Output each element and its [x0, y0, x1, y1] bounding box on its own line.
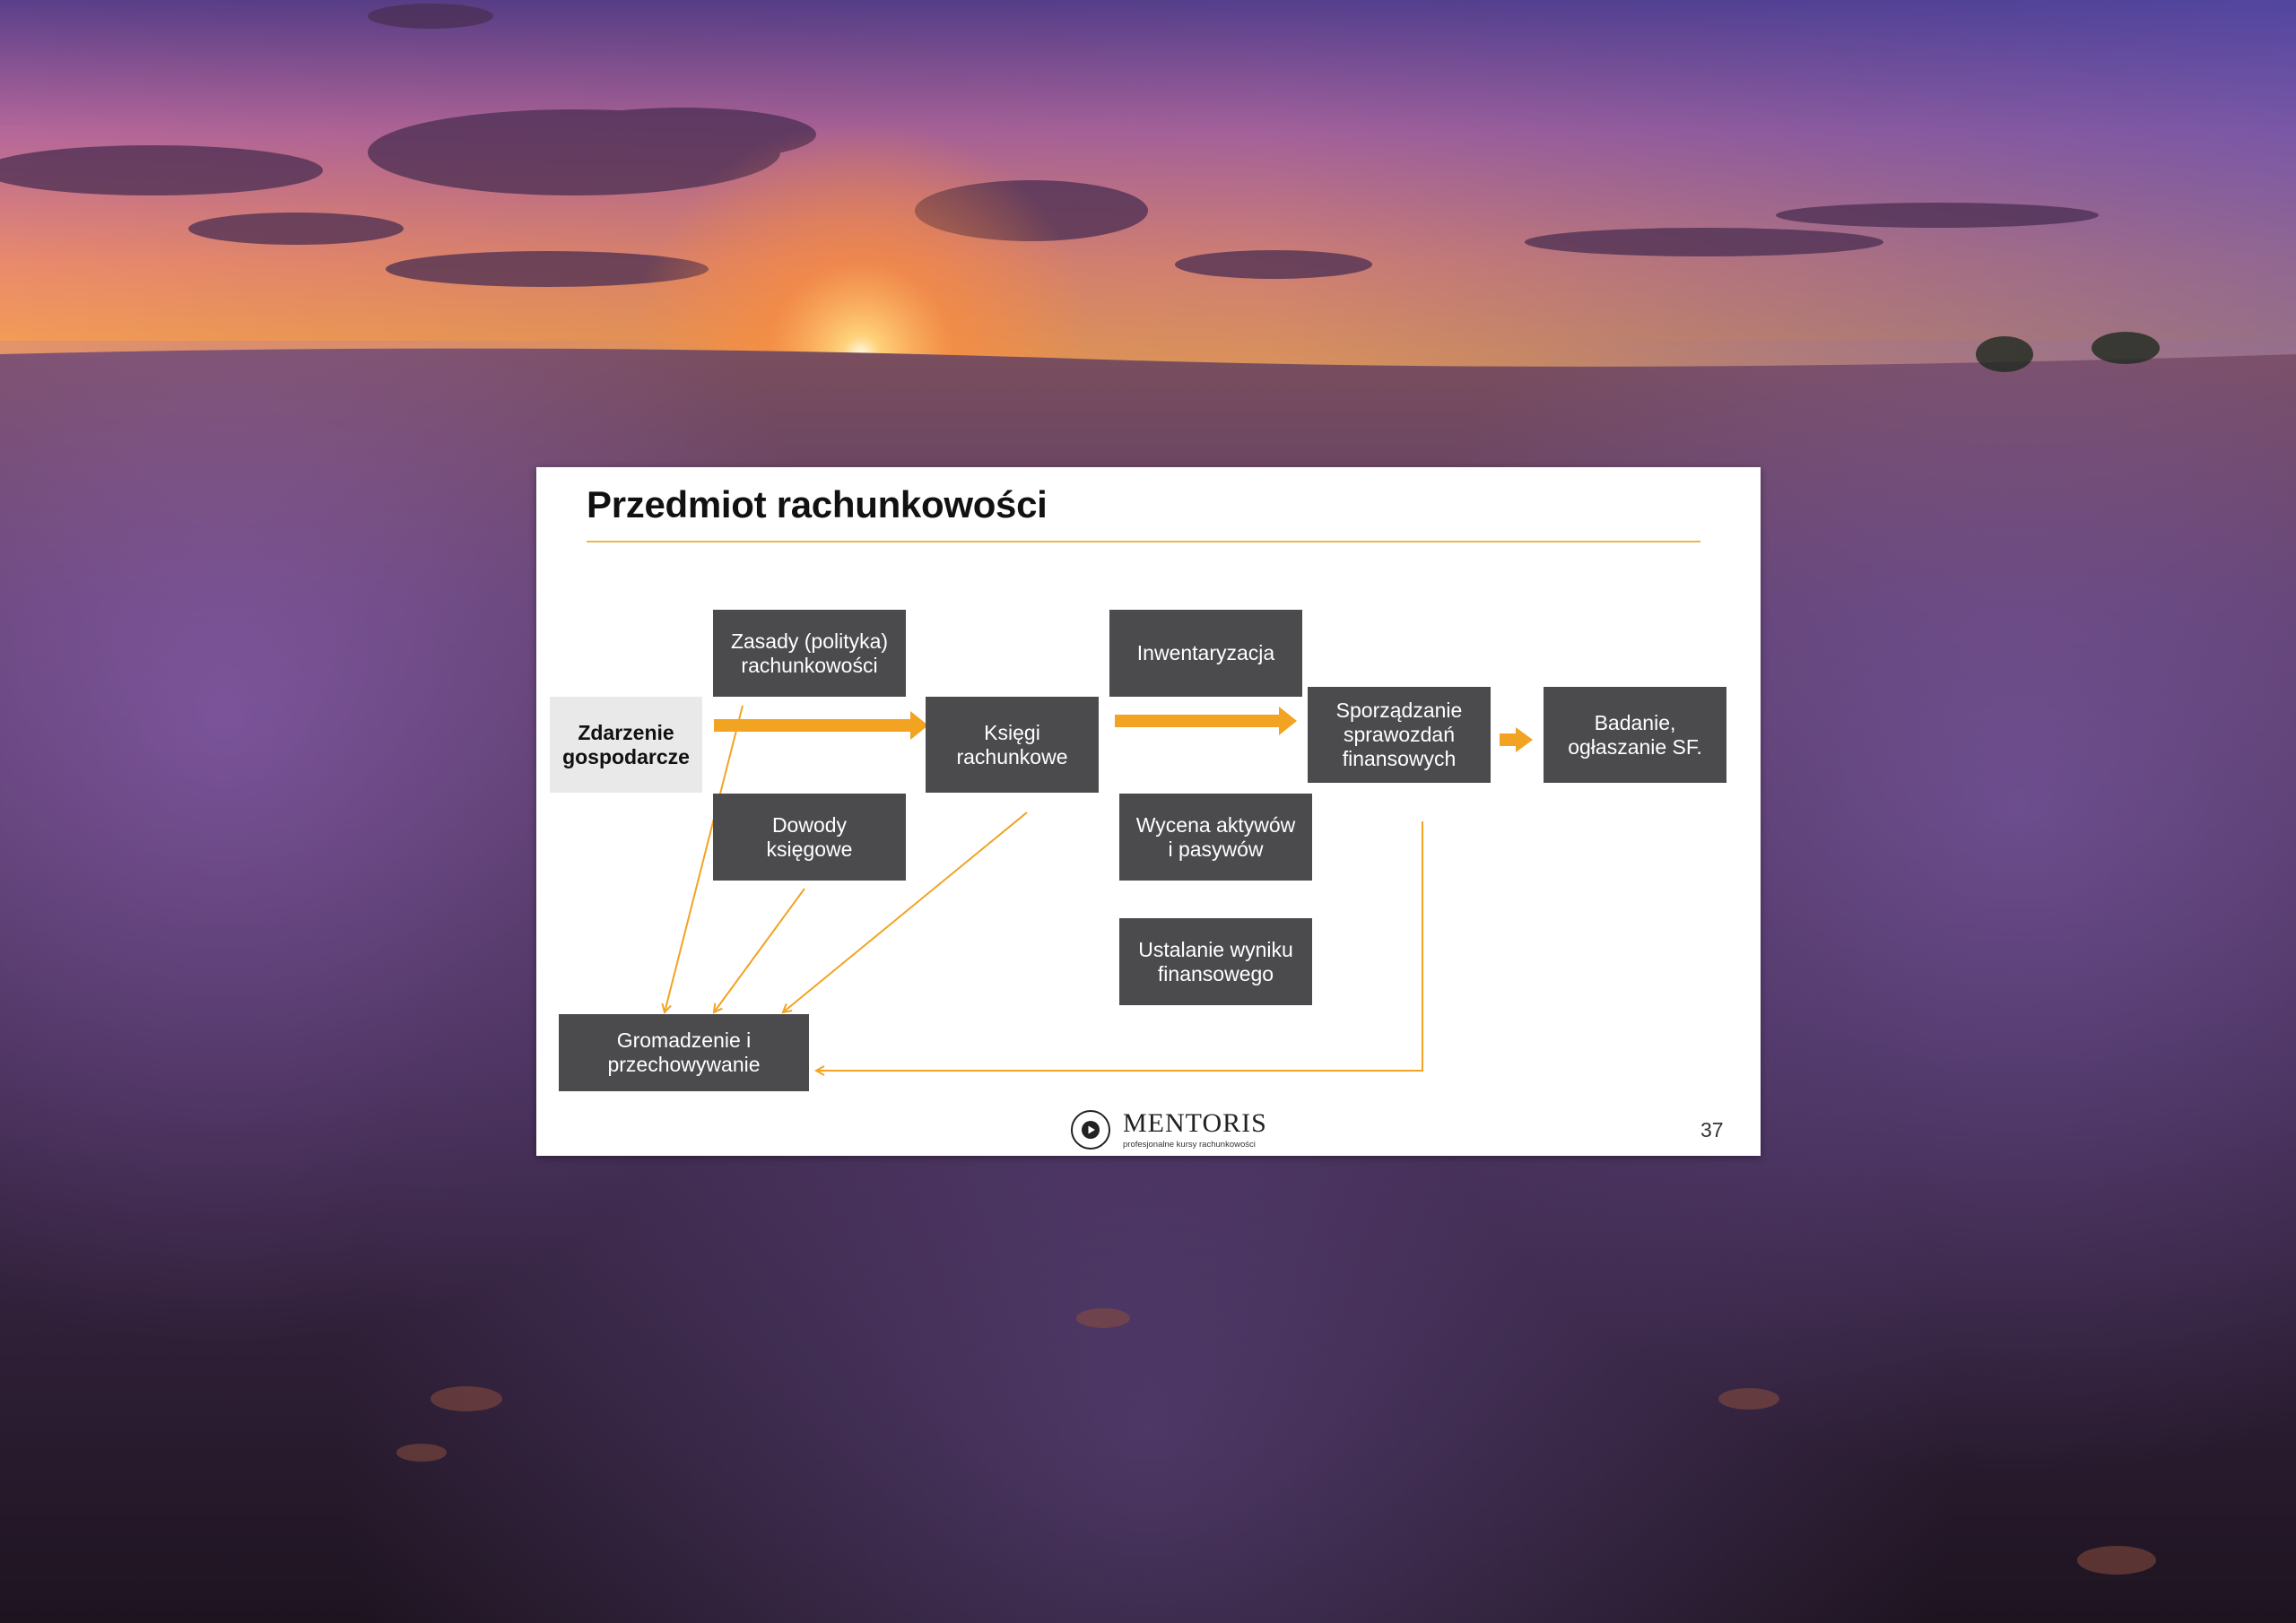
title-underline	[587, 541, 1700, 542]
play-icon	[1071, 1110, 1110, 1150]
node-ustalanie-wyniku-finansowego: Ustalanie wyniku finansowego	[1119, 918, 1312, 1005]
logo-tagline: profesjonalne kursy rachunkowości	[1123, 1140, 1256, 1150]
presentation-slide: Przedmiot rachunkowości Zdarzenie gospod…	[536, 467, 1761, 1156]
arrow-zdarzenie-to-ksiegi-head	[913, 709, 916, 716]
node-gromadzenie-i-przechowywanie: Gromadzenie i przechowywanie	[559, 1014, 809, 1091]
node-wycena-aktywow-i-pasywow: Wycena aktywów i pasywów	[1119, 794, 1312, 881]
page-number: 37	[1700, 1118, 1724, 1141]
node-zdarzenie-gospodarcze: Zdarzenie gospodarcze	[550, 697, 702, 793]
node-inwentaryzacja: Inwentaryzacja	[1109, 610, 1302, 697]
logo-name: MENTORIS	[1123, 1108, 1267, 1138]
node-zasady-rachunkowosci: Zasady (polityka) rachunkowości	[713, 610, 906, 697]
node-ksiegi-rachunkowe: Księgi rachunkowe	[926, 697, 1099, 793]
arrow-dowody-to-gromadzenie	[714, 888, 805, 1012]
arrow-head-3	[1516, 727, 1533, 752]
mentoris-logo: MENTORIS profesjonalne kursy rachunkowoś…	[1071, 1108, 1268, 1153]
node-badanie-oglaszanie-sf: Badanie, ogłaszanie SF.	[1544, 687, 1726, 783]
node-dowody-ksiegowe: Dowody księgowe	[713, 794, 906, 881]
arrow-head-2	[1279, 707, 1297, 735]
slide-title: Przedmiot rachunkowości	[587, 483, 1048, 525]
node-sporzadzanie-sprawozdan-finansowych: Sporządzanie sprawozdań finansowych	[1308, 687, 1491, 783]
